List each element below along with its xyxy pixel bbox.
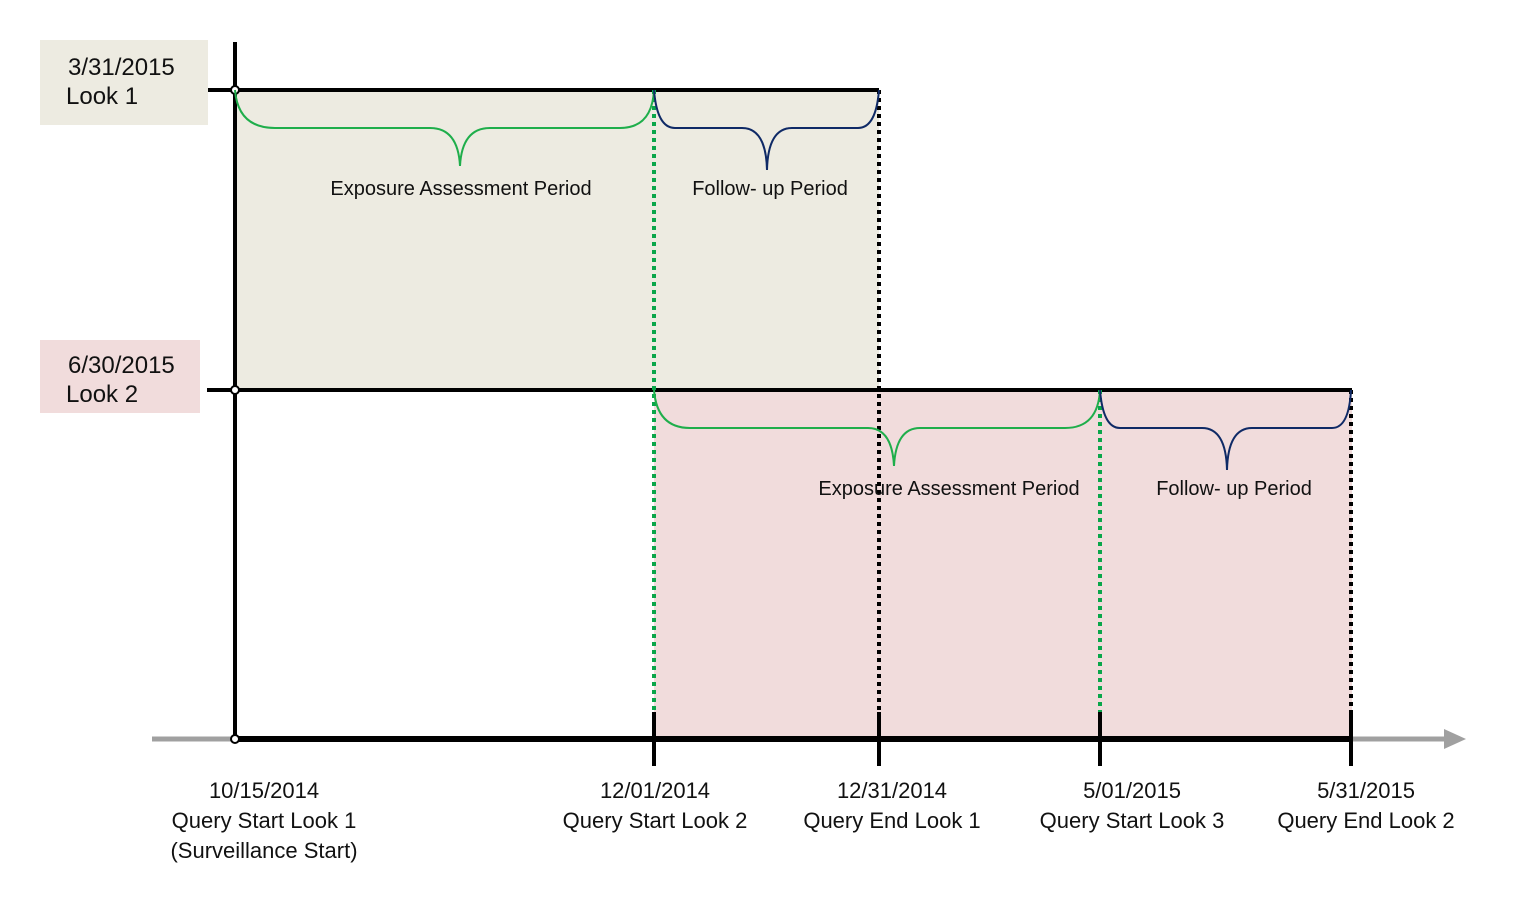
axis-label-surveillance-start: 10/15/2014 Query Start Look 1 (Surveilla… [170, 776, 357, 866]
look2-circle [230, 385, 240, 395]
axis-label-query-start-look3: 5/01/2015 Query Start Look 3 [1040, 776, 1225, 836]
axis-date: 5/01/2015 [1083, 778, 1181, 803]
look2-exposure-brace [653, 389, 1101, 467]
axis-label-query-start-look2: 12/01/2014 Query Start Look 2 [563, 776, 748, 836]
axis-date: 5/31/2015 [1317, 778, 1415, 803]
look2-name: Look 2 [66, 381, 139, 408]
axis-date: 12/01/2014 [599, 778, 711, 803]
look1-shaded-region [235, 90, 879, 390]
axis-label-query-end-look1: 12/31/2014 Query End Look 1 [803, 776, 980, 836]
look1-name: Look 1 [66, 83, 139, 110]
look1-exposure-label: Exposure Assessment Period [330, 178, 592, 200]
axis-line1: Query Start Look 1 [171, 808, 357, 833]
look1-date: 3/31/2015 [68, 54, 175, 81]
axis-arrow-head [1444, 729, 1466, 749]
axis-date: 12/31/2014 [836, 778, 948, 803]
axis-line1: Query End Look 2 [1277, 808, 1455, 833]
look1-label: 3/31/2015 Look 1 [40, 40, 208, 125]
look2-followup-brace [1099, 389, 1352, 471]
look1-followup-brace [653, 89, 880, 171]
look2-followup-label: Follow- up Period [1156, 478, 1312, 500]
origin-circle [230, 734, 240, 744]
axis-line1: Query Start Look 2 [562, 808, 748, 833]
look2-exposure-label: Exposure Assessment Period [818, 478, 1080, 500]
axis-line2: (Surveillance Start) [170, 838, 358, 863]
axis-line1: Query End Look 1 [803, 808, 981, 833]
look2-shaded-region [654, 390, 1352, 739]
axis-date: 10/15/2014 [208, 778, 320, 803]
look1-exposure-brace [234, 89, 655, 167]
look2-date: 6/30/2015 [68, 352, 175, 379]
axis-line1: Query Start Look 3 [1039, 808, 1225, 833]
look2-label: 6/30/2015 Look 2 [40, 340, 200, 413]
axis-label-query-end-look2: 5/31/2015 Query End Look 2 [1277, 776, 1454, 836]
look1-followup-label: Follow- up Period [692, 178, 848, 200]
